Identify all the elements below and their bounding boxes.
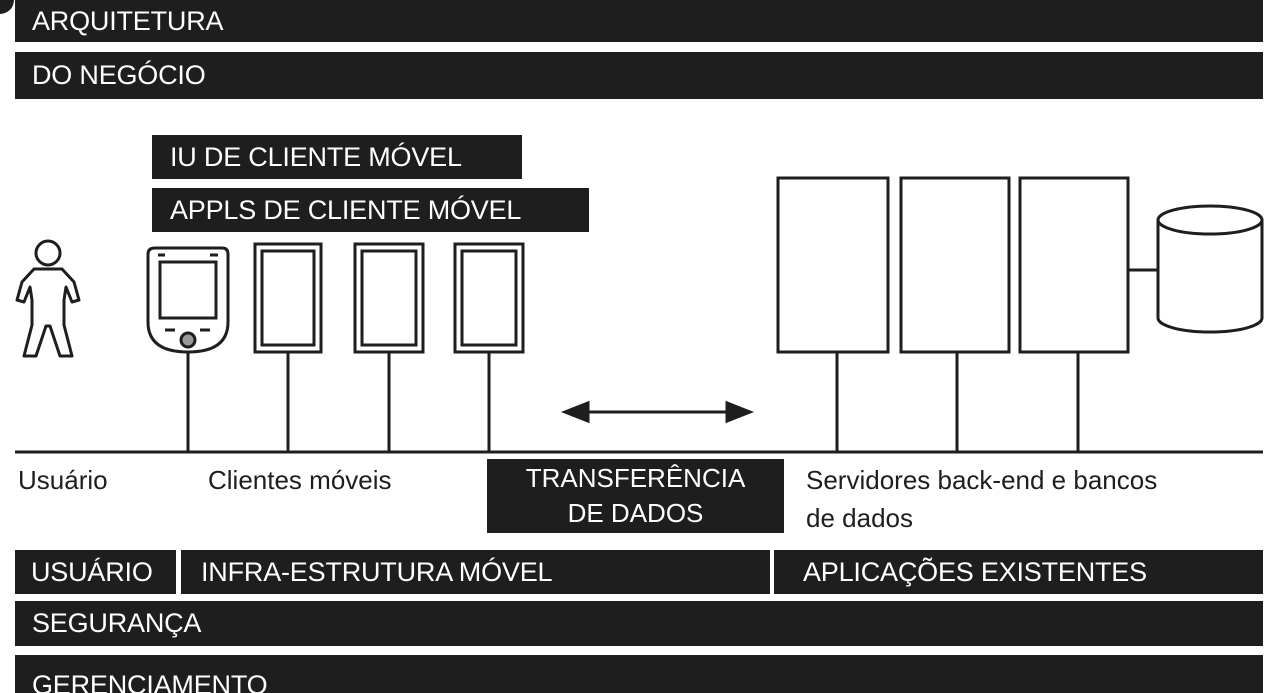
data-transfer-line2: DE DADOS xyxy=(567,498,704,528)
footer-bar-management: GERENCIAMENTO xyxy=(15,655,1263,693)
database-icon xyxy=(1156,204,1264,334)
mobile-apps-label: APPLS DE CLIENTE MÓVEL xyxy=(152,188,589,232)
caption-servers-line2: de dados xyxy=(806,503,913,533)
caption-user: Usuário xyxy=(18,465,108,495)
footer-bar-existing-apps: APLICAÇÕES EXISTENTES xyxy=(774,550,1263,594)
server-icon xyxy=(776,176,890,354)
server-icon xyxy=(899,176,1011,354)
header-bar-business: DO NEGÓCIO xyxy=(15,52,1263,99)
footer-bar-mobile-infra: INFRA-ESTRUTURA MÓVEL xyxy=(181,550,770,594)
double-arrow-icon xyxy=(560,400,755,424)
server-icon xyxy=(1018,176,1130,354)
client-screen-icon xyxy=(353,242,425,354)
data-transfer-box: TRANSFERÊNCIA DE DADOS xyxy=(487,459,784,533)
header-title-line2: DO NEGÓCIO xyxy=(32,60,206,90)
pda-device-icon xyxy=(146,246,230,354)
person-icon xyxy=(15,239,81,358)
client-screen-icon xyxy=(453,242,525,354)
caption-servers: Servidores back-end e bancos de dados xyxy=(806,461,1157,537)
mobile-ui-label: IU DE CLIENTE MÓVEL xyxy=(152,135,522,179)
client-screen-icon xyxy=(253,242,323,354)
footer-bar-user: USUÁRIO xyxy=(15,550,176,594)
caption-mobile-clients: Clientes móveis xyxy=(208,465,392,495)
header-title-line1: ARQUITETURA xyxy=(32,5,224,36)
caption-servers-line1: Servidores back-end e bancos xyxy=(806,465,1158,495)
data-transfer-line1: TRANSFERÊNCIA xyxy=(525,463,746,493)
footer-bar-security: SEGURANÇA xyxy=(15,601,1263,646)
header-bar-architecture: ARQUITETURA xyxy=(15,0,1263,42)
